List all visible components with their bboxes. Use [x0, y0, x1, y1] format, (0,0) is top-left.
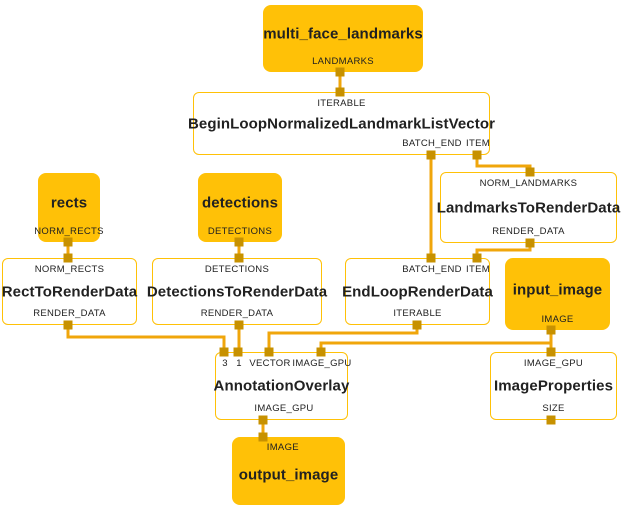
- output-port-label: ITERABLE: [393, 308, 442, 319]
- node-begin-loop-normalized-landmark-list-vector[interactable]: ITERABLE BeginLoopNormalizedLandmarkList…: [188, 92, 495, 155]
- port-recttorenderdata-norm-rects: [63, 253, 73, 263]
- input-port-label: NORM_RECTS: [34, 264, 105, 275]
- output-port-label: BATCH_END: [402, 138, 462, 149]
- port-annotationoverlay-3: [219, 347, 229, 357]
- output-port-label: IMAGE_GPU: [254, 403, 314, 414]
- output-port-label: ITEM: [466, 138, 490, 149]
- port-imageproperties-size: [546, 415, 556, 425]
- node-title: LandmarksToRenderData: [436, 199, 621, 216]
- port-outputimage-image: [258, 432, 268, 442]
- port-endloop-iterable: [412, 320, 422, 330]
- output-port-label: DETECTIONS: [207, 226, 273, 237]
- edge-renderdata-to-item: [475, 243, 532, 258]
- edge-item-to-normlandmarks: [475, 155, 532, 172]
- output-port-label: RENDER_DATA: [200, 308, 274, 319]
- node-title: AnnotationOverlay: [213, 377, 350, 395]
- node-input-image[interactable]: input_image IMAGE: [505, 258, 610, 330]
- port-detectionstorenderdata-detections: [234, 253, 244, 263]
- input-port-label: IMAGE_GPU: [292, 358, 352, 369]
- input-port-label: ITEM: [466, 264, 490, 275]
- port-beginloop-batch-end: [426, 150, 436, 160]
- input-port-label: DETECTIONS: [204, 264, 270, 275]
- node-title: detections: [201, 194, 279, 212]
- port-annotationoverlay-vector: [264, 347, 274, 357]
- node-end-loop-render-data[interactable]: BATCH_END ITEM EndLoopRenderData ITERABL…: [342, 258, 493, 325]
- port-imageproperties-image-gpu: [546, 347, 556, 357]
- node-title: BeginLoopNormalizedLandmarkListVector: [187, 115, 496, 132]
- port-landmarkstorenderdata-render-data: [525, 238, 535, 248]
- node-image-properties[interactable]: IMAGE_GPU ImageProperties SIZE: [490, 352, 617, 420]
- edge-image-to-annotationoverlay: [319, 341, 551, 352]
- output-port-label: SIZE: [542, 403, 565, 414]
- output-port-label: RENDER_DATA: [33, 308, 106, 319]
- node-output-image[interactable]: IMAGE output_image: [232, 437, 345, 505]
- output-port-label: NORM_RECTS: [34, 226, 104, 237]
- output-port-label: LANDMARKS: [312, 56, 374, 67]
- node-detections-to-render-data[interactable]: DETECTIONS DetectionsToRenderData RENDER…: [147, 258, 327, 325]
- input-port-label: BATCH_END: [402, 264, 462, 275]
- input-port-label: 3: [222, 358, 228, 369]
- port-beginloop-item: [472, 150, 482, 160]
- port-rects-norm-rects: [63, 237, 73, 247]
- port-recttorenderdata-render-data: [63, 320, 73, 330]
- node-title: rects: [50, 194, 88, 212]
- node-title: EndLoopRenderData: [342, 283, 493, 300]
- input-port-label: NORM_LANDMARKS: [479, 178, 578, 189]
- node-title: DetectionsToRenderData: [146, 283, 328, 300]
- node-title: input_image: [512, 281, 603, 299]
- port-inputimage-image: [546, 325, 556, 335]
- node-title: ImageProperties: [493, 377, 614, 395]
- output-port-label: IMAGE: [541, 314, 574, 325]
- port-detectionstorenderdata-render-data: [234, 320, 244, 330]
- port-endloop-item: [472, 253, 482, 263]
- port-beginloop-iterable: [335, 87, 345, 97]
- input-port-label: ITERABLE: [317, 98, 366, 109]
- port-annotationoverlay-image-gpu: [316, 347, 326, 357]
- port-detections-detections: [234, 237, 244, 247]
- node-rect-to-render-data[interactable]: NORM_RECTS RectToRenderData RENDER_DATA: [2, 258, 137, 325]
- edge-renderdata-to-port3: [66, 325, 226, 352]
- port-landmarkstorenderdata-norm-landmarks: [525, 167, 535, 177]
- port-multi-face-landmarks-landmarks: [335, 67, 345, 77]
- input-port-label: 1: [236, 358, 242, 369]
- edge-iterable-to-vector: [267, 325, 419, 352]
- port-annotationoverlay-image-gpu-out: [258, 415, 268, 425]
- input-port-label: VECTOR: [249, 358, 291, 369]
- node-detections[interactable]: detections DETECTIONS: [198, 173, 282, 242]
- input-port-label: IMAGE: [266, 442, 299, 453]
- node-landmarks-to-render-data[interactable]: NORM_LANDMARKS LandmarksToRenderData REN…: [437, 172, 620, 243]
- node-multi-face-landmarks[interactable]: multi_face_landmarks LANDMARKS: [263, 5, 423, 72]
- input-port-label: IMAGE_GPU: [523, 358, 584, 369]
- node-rects[interactable]: rects NORM_RECTS: [34, 173, 103, 242]
- node-annotation-overlay[interactable]: 3 1 VECTOR IMAGE_GPU AnnotationOverlay I…: [213, 352, 352, 420]
- node-title: multi_face_landmarks: [263, 25, 423, 43]
- port-endloop-batch-end: [426, 253, 436, 263]
- output-port-label: RENDER_DATA: [492, 226, 565, 237]
- port-annotationoverlay-1: [233, 347, 243, 357]
- node-title: output_image: [238, 466, 339, 484]
- node-title: RectToRenderData: [1, 283, 138, 300]
